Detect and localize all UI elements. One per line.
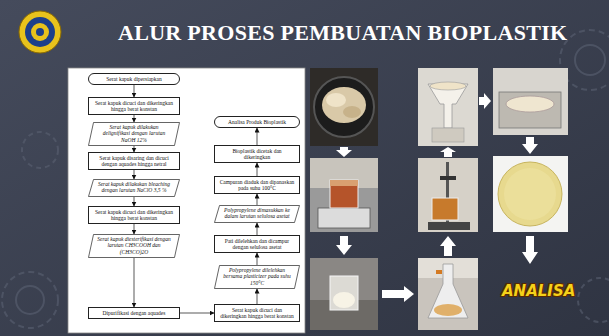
process-box: Serat kapuk dicuci dan dikeringkan hingg… xyxy=(214,304,300,322)
slide-title: ALUR PROSES PEMBUATAN BIOPLASTIK xyxy=(118,20,567,46)
process-box: Serat kapuk disaring dan dicuci dengan a… xyxy=(88,152,180,170)
step-text: Polypropylene dimasukkan ke dalam laruta… xyxy=(223,207,291,220)
flow-arrow xyxy=(257,163,258,176)
step-text: Serat kapuk dilakukan bleaching dengan l… xyxy=(97,181,171,194)
photo-apparatus xyxy=(418,158,478,232)
step-text: Serat kapuk dicuci dan dikeringkan hingg… xyxy=(93,100,175,113)
step-text: Serat kapuk disaring dan dicuci dengan a… xyxy=(93,155,175,168)
step-text: Serat kapuk dicuci dan dikeringkan hingg… xyxy=(219,307,295,320)
process-box: Serat kapuk dicuci dan dikeringkan hingg… xyxy=(88,206,180,224)
io-parallelogram: Serat kapuk diesterifikasi dengan laruta… xyxy=(88,234,180,258)
io-parallelogram: Polypropylene dilelehkan bersama plastic… xyxy=(214,265,300,289)
photo-filter-funnel xyxy=(418,68,478,146)
terminal-box: Analisa Produk Bioplastik xyxy=(214,116,300,128)
flowchart-panel xyxy=(68,68,305,333)
flow-arrow xyxy=(134,170,135,179)
io-parallelogram: Polypropylene dimasukkan ke dalam laruta… xyxy=(214,205,300,223)
step-text: Serat kapuk dilakukan delignifikasi deng… xyxy=(97,124,171,143)
step-text: Serat kapuk diesterifikasi dengan laruta… xyxy=(97,236,171,255)
university-logo xyxy=(19,11,61,53)
flow-arrow xyxy=(134,85,135,97)
io-parallelogram: Serat kapuk dilakukan bleaching dengan l… xyxy=(88,179,180,197)
step-text: Dipurifikasi dengan aquades xyxy=(93,310,175,316)
process-box: Dipurifikasi dengan aquades xyxy=(88,307,180,319)
flow-arrow xyxy=(134,115,135,122)
step-text: Campuran diaduk dan dipanaskan pada suhu… xyxy=(219,179,295,192)
photo-fibres-pan xyxy=(310,68,378,146)
parallelogram-shape xyxy=(89,180,180,197)
step-text: Analisa Produk Bioplastik xyxy=(219,119,295,125)
step-text: Polypropylene dilelehkan bersama plastic… xyxy=(223,267,291,286)
step-text: Serat kapuk dipersiapkan xyxy=(93,76,175,82)
process-box: Campuran diaduk dan dipanaskan pada suhu… xyxy=(214,176,300,194)
process-box: Pati dilelehkan dan dicampur dengan selu… xyxy=(214,235,300,253)
photo-mould xyxy=(493,68,568,135)
flow-arrow xyxy=(257,194,258,205)
step-text: Serat kapuk dicuci dan dikeringkan hingg… xyxy=(93,209,175,222)
photo-flask xyxy=(418,258,478,330)
flow-arrow xyxy=(134,258,135,307)
flow-arrow xyxy=(180,313,214,314)
step-text: Bioplastik dicetak dan dikeringkan xyxy=(219,148,295,161)
flow-arrow xyxy=(257,223,258,235)
parallelogram-shape xyxy=(215,266,300,289)
photo-hotplate-beaker xyxy=(310,158,378,232)
flow-arrow xyxy=(257,289,258,304)
parallelogram-shape xyxy=(89,123,180,146)
photo-white-beaker xyxy=(310,258,378,330)
process-box: Bioplastik dicetak dan dikeringkan xyxy=(214,145,300,163)
photo-bioplastic-disc xyxy=(493,156,568,232)
terminal-box: Serat kapuk dipersiapkan xyxy=(88,73,180,85)
flow-arrow xyxy=(257,128,258,145)
step-text: Pati dilelehkan dan dicampur dengan selu… xyxy=(219,238,295,251)
photo-arrows xyxy=(336,93,538,302)
flow-arrow xyxy=(134,197,135,206)
flow-arrow xyxy=(134,224,135,234)
parallelogram-shape xyxy=(215,206,300,223)
parallelogram-shape xyxy=(89,235,180,258)
flow-arrow xyxy=(257,253,258,265)
io-parallelogram: Serat kapuk dilakukan delignifikasi deng… xyxy=(88,122,180,146)
process-box: Serat kapuk dicuci dan dikeringkan hingg… xyxy=(88,97,180,115)
stage-label: ANALISA xyxy=(502,282,575,300)
